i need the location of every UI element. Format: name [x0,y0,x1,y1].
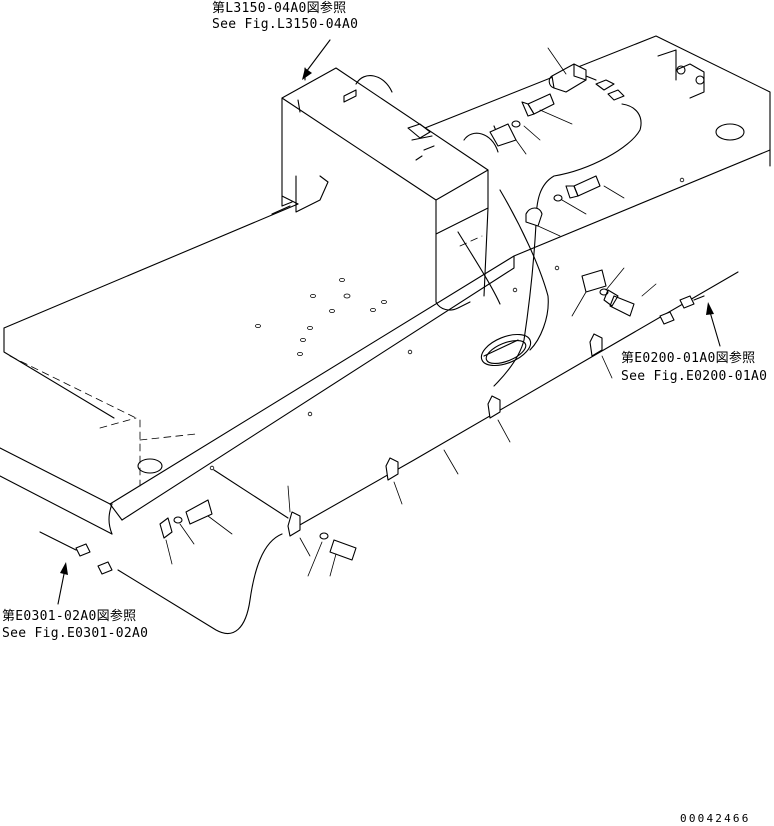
ref-left-jp: 第E0301-02A0図参照 [2,608,136,624]
connectors [39,295,705,575]
ref-left-en: See Fig.E0301-02A0 [2,626,148,641]
ref-right-jp: 第E0200-01A0図参照 [621,350,755,366]
wire-harness [117,103,739,635]
ref-top-en: See Fig.L3150-04A0 [212,17,358,32]
harness-clamps [159,333,603,561]
document-number: 00042466 [680,812,751,825]
bolts-upper [489,93,635,317]
ref-right-en: See Fig.E0200-01A0 [621,369,767,384]
sensor-switch [548,63,625,101]
frame-deck [0,35,771,535]
leader-lines [165,47,657,577]
reference-arrows [57,39,721,605]
ref-top-jp: 第L3150-04A0図参照 [212,0,346,16]
deck-holes [255,277,387,356]
tank-box [271,67,549,367]
